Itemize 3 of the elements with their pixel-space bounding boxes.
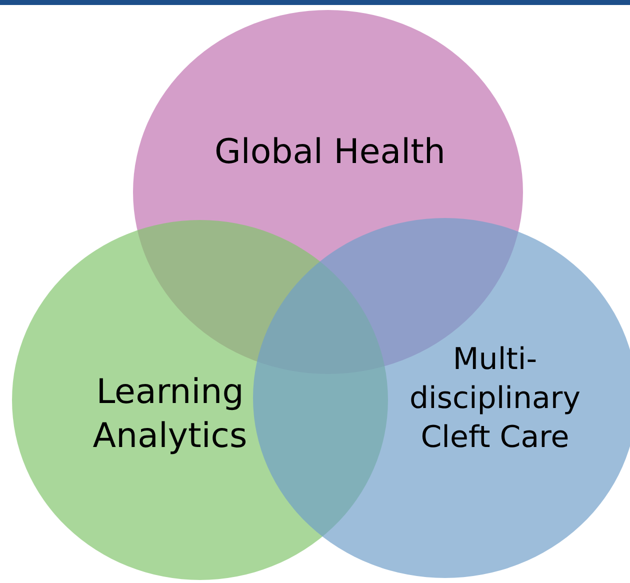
circle-label: Multi-disciplinary Cleft Care <box>408 341 582 457</box>
circle-label: Learning Analytics <box>92 371 248 458</box>
circle-label: Global Health <box>214 131 446 174</box>
